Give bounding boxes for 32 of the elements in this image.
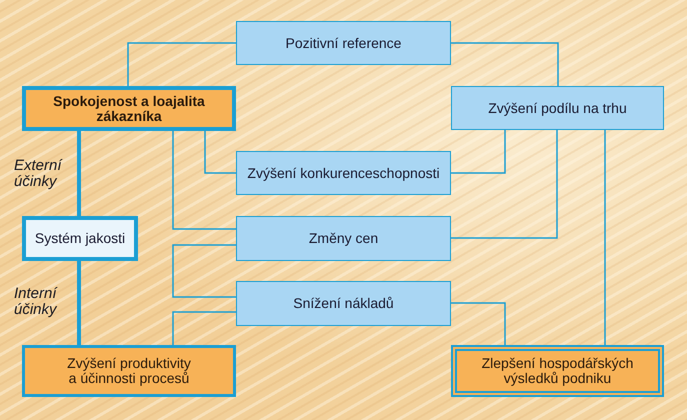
node-title: Zlepšení hospodářských výsledků podniku — [480, 356, 634, 386]
node-title: Snížení nákladů — [293, 296, 394, 311]
connector-line — [172, 244, 236, 298]
connector-line — [77, 131, 81, 216]
connector-line — [451, 302, 506, 345]
connector-line — [204, 131, 236, 174]
node-title: Pozitivní reference — [286, 36, 402, 50]
process-box — [236, 216, 451, 261]
node-title: Zvýšení konkurenceschopnosti — [247, 166, 440, 180]
node-title: Zvýšení produktivity a účinnosti procesů — [66, 356, 192, 386]
connector-line — [451, 42, 559, 86]
node-title: Systém jakosti — [34, 231, 126, 246]
connector-line — [172, 131, 236, 230]
node-title: Zvýšení podílu na trhu — [488, 100, 627, 116]
process-box — [236, 151, 451, 195]
edge-label: Interní účinky — [14, 286, 59, 318]
process-box — [236, 21, 451, 65]
process-box — [22, 345, 236, 397]
edge-label: Externí účinky — [14, 158, 64, 190]
connector-line — [604, 130, 606, 345]
process-box — [451, 86, 664, 130]
connector-line — [172, 311, 236, 345]
process-box — [451, 345, 664, 397]
process-box — [22, 216, 138, 261]
connector-line — [451, 130, 558, 239]
connector-line — [451, 130, 506, 174]
connector-line — [127, 42, 236, 86]
node-title: Spokojenost a loajalita zákazníka — [52, 94, 206, 124]
node-title: Změny cen — [308, 231, 378, 246]
process-box — [22, 86, 236, 131]
connector-line — [77, 261, 81, 345]
process-box — [236, 281, 451, 326]
